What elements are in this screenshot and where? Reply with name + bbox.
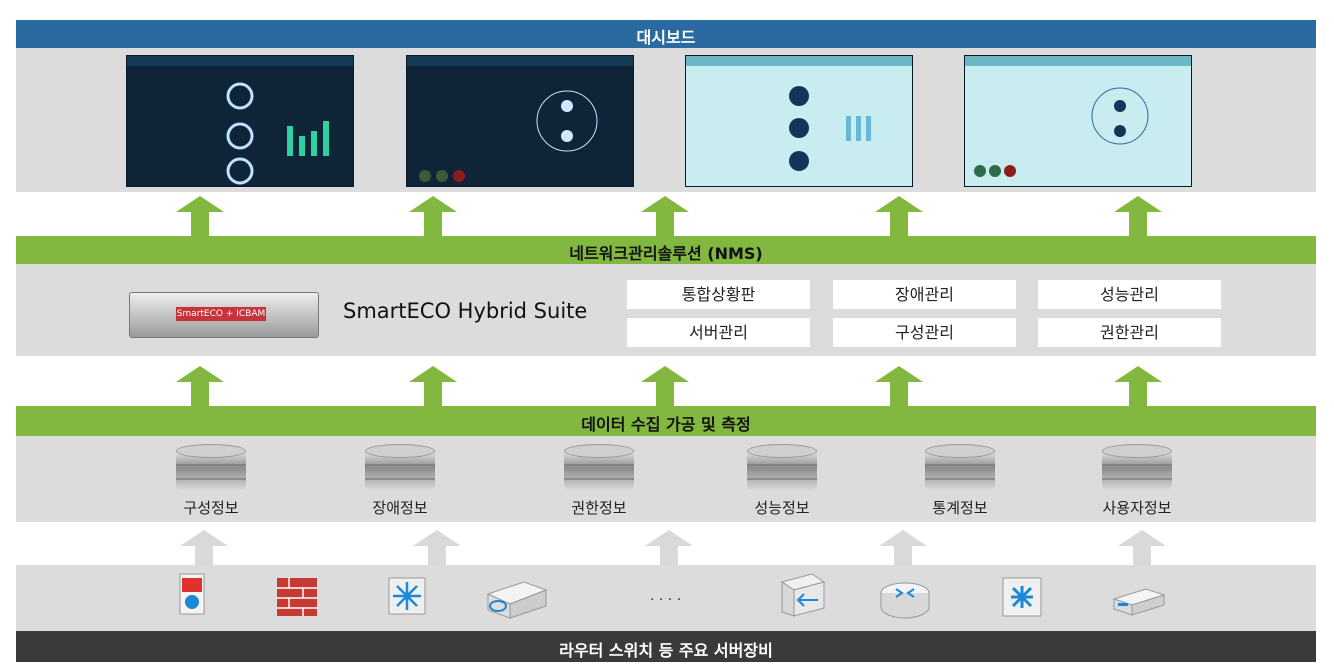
database-icon	[365, 444, 435, 490]
data-store-label: 사용자정보	[1102, 499, 1172, 517]
nms-title: 네트워크관리솔루션 (NMS)	[569, 244, 763, 263]
function-permission-management: 권한관리	[1038, 318, 1221, 347]
switch-cube-icon	[780, 573, 826, 617]
up-arrow-icon	[875, 196, 923, 236]
dashboard-screenshot-4	[964, 55, 1192, 187]
function-performance-management: 성능관리	[1038, 280, 1221, 309]
data-store-label: 통계정보	[932, 499, 988, 517]
bottom-title: 라우터 스위치 등 주요 서버장비	[559, 641, 773, 660]
up-arrow-icon	[409, 366, 457, 406]
up-arrow-icon	[879, 530, 927, 570]
up-arrow-icon	[176, 196, 224, 236]
star-switch-icon	[388, 577, 426, 615]
server-appliance-icon	[1112, 588, 1166, 616]
data-store-label: 장애정보	[372, 499, 428, 517]
database-icon	[564, 444, 634, 490]
router-device-icon	[486, 581, 548, 619]
up-arrow-icon	[413, 530, 461, 570]
data-store-label: 성능정보	[754, 499, 810, 517]
router-switch-icon	[179, 573, 205, 615]
up-arrow-icon	[641, 366, 689, 406]
firewall-icon	[277, 578, 317, 616]
up-arrow-icon	[1118, 530, 1166, 570]
product-name: SmartECO Hybrid Suite	[343, 299, 588, 323]
device-panel	[16, 565, 1316, 631]
up-arrow-icon	[409, 196, 457, 236]
function-configuration-management: 구성관리	[833, 318, 1016, 347]
network-hub-icon	[1002, 577, 1042, 617]
up-arrow-icon	[176, 366, 224, 406]
function-server-management: 서버관리	[627, 318, 810, 347]
dashboard-title: 대시보드	[636, 28, 696, 47]
nms-bar	[16, 236, 1316, 264]
collect-title: 데이터 수집 가공 및 측정	[581, 415, 751, 434]
server-appliance: SmartECO + ICBAM	[129, 292, 319, 338]
database-icon	[747, 444, 817, 490]
up-arrow-icon	[875, 366, 923, 406]
function-integrated-status: 통합상황판	[627, 280, 810, 309]
database-icon	[176, 444, 246, 490]
data-store-label: 구성정보	[183, 499, 239, 517]
up-arrow-icon	[1114, 196, 1162, 236]
dashboard-screenshot-3	[685, 55, 913, 187]
server-brand-label: SmartECO + ICBAM	[176, 307, 266, 321]
database-icon	[925, 444, 995, 490]
data-store-label: 권한정보	[571, 499, 627, 517]
collect-bar	[16, 406, 1316, 436]
dashboard-screenshot-1	[126, 55, 354, 187]
device-ellipsis: · · · ·	[650, 592, 682, 608]
database-icon	[1102, 444, 1172, 490]
function-fault-management: 장애관리	[833, 280, 1016, 309]
dashboard-screenshot-2	[406, 55, 634, 187]
dashboard-bar	[16, 20, 1316, 48]
up-arrow-icon	[645, 530, 693, 570]
up-arrow-icon	[180, 530, 228, 570]
router-round-icon	[880, 582, 930, 619]
up-arrow-icon	[1114, 366, 1162, 406]
up-arrow-icon	[641, 196, 689, 236]
bottom-bar	[16, 631, 1316, 662]
